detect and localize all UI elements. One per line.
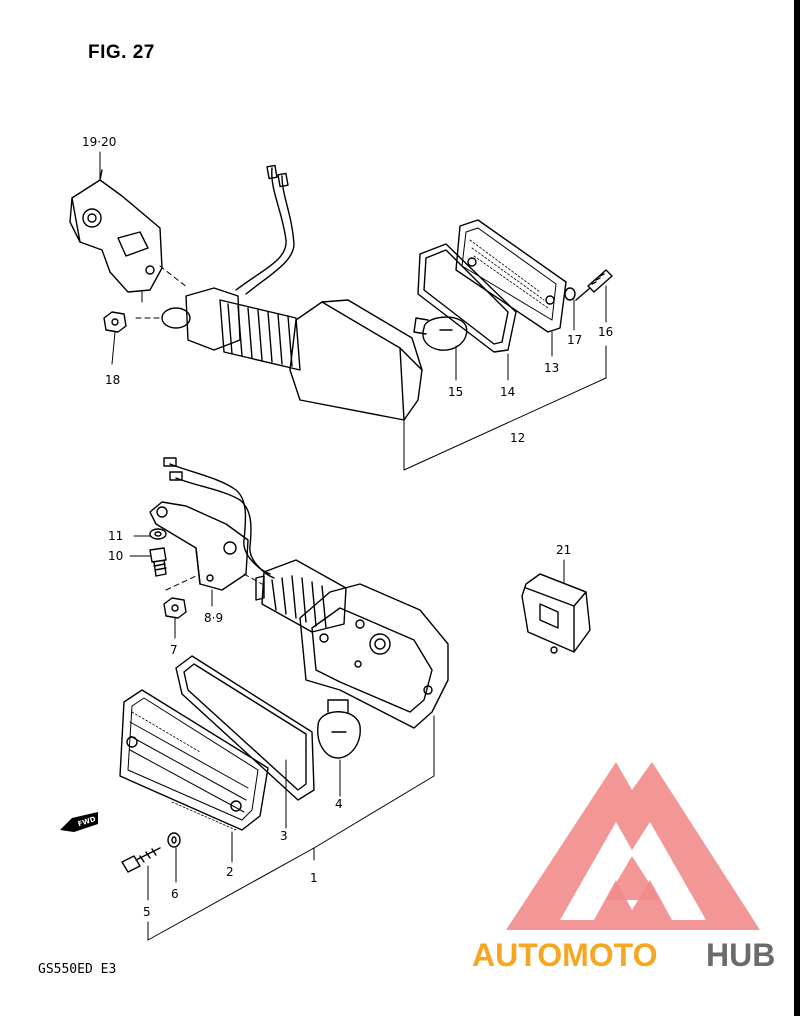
nut-18 — [103, 311, 127, 333]
bracket-8-9 — [149, 501, 249, 591]
callout-7: 7 — [170, 643, 178, 657]
callout-11: 11 — [108, 529, 123, 543]
turn-signal-housing-upper — [289, 299, 423, 421]
callout-3: 3 — [280, 829, 288, 843]
leader-lines-lower — [129, 535, 565, 941]
callout-1: 1 — [310, 871, 318, 885]
watermark-part1: AUTOMOTO — [472, 937, 657, 973]
turn-signal-housing-lower — [299, 583, 449, 729]
callout-8-9: 8·9 — [204, 611, 223, 625]
washer-6 — [167, 832, 181, 848]
callout-4: 4 — [335, 797, 343, 811]
leader-lines-upper — [99, 151, 607, 471]
callout-6: 6 — [171, 887, 179, 901]
automotohub-logo: AUTOMOTO HUB — [472, 762, 775, 973]
wire-harness-lower — [163, 457, 275, 579]
bolt-10 — [149, 547, 167, 577]
callout-18: 18 — [105, 373, 120, 387]
callout-10: 10 — [108, 549, 123, 563]
assembly-dashes-lower — [165, 573, 263, 591]
callout-19-20: 19·20 — [82, 135, 116, 149]
callout-15: 15 — [448, 385, 463, 399]
fwd-arrow-icon: FWD — [60, 812, 98, 832]
callout-12: 12 — [510, 431, 525, 445]
bracket-19-20 — [69, 169, 163, 293]
washer-17 — [564, 287, 576, 301]
callout-21: 21 — [556, 543, 571, 557]
right-border — [794, 0, 800, 1016]
lens-2 — [119, 689, 269, 831]
model-code: GS550ED E3 — [38, 962, 117, 977]
wire-harness-upper — [235, 164, 295, 295]
callout-5: 5 — [143, 905, 151, 919]
callout-17: 17 — [567, 333, 582, 347]
screw-5 — [121, 847, 161, 873]
bulb-4 — [317, 699, 361, 759]
turn-signal-stem-upper — [161, 287, 301, 371]
lens-13 — [455, 219, 567, 333]
callout-2: 2 — [226, 865, 234, 879]
turn-signal-stem-lower — [255, 559, 347, 633]
callout-13: 13 — [544, 361, 559, 375]
flasher-relay-21 — [521, 573, 591, 654]
bulb-15 — [413, 316, 468, 351]
washer-11 — [149, 528, 167, 540]
callout-14: 14 — [500, 385, 515, 399]
screw-16 — [575, 269, 613, 301]
assembly-dashes-upper — [135, 265, 189, 319]
gasket-14 — [417, 243, 517, 353]
nut-7 — [163, 597, 187, 619]
figure-title: FIG. 27 — [88, 42, 155, 63]
gasket-3 — [175, 655, 315, 801]
callout-16: 16 — [598, 325, 613, 339]
watermark-part2: HUB — [706, 937, 775, 973]
